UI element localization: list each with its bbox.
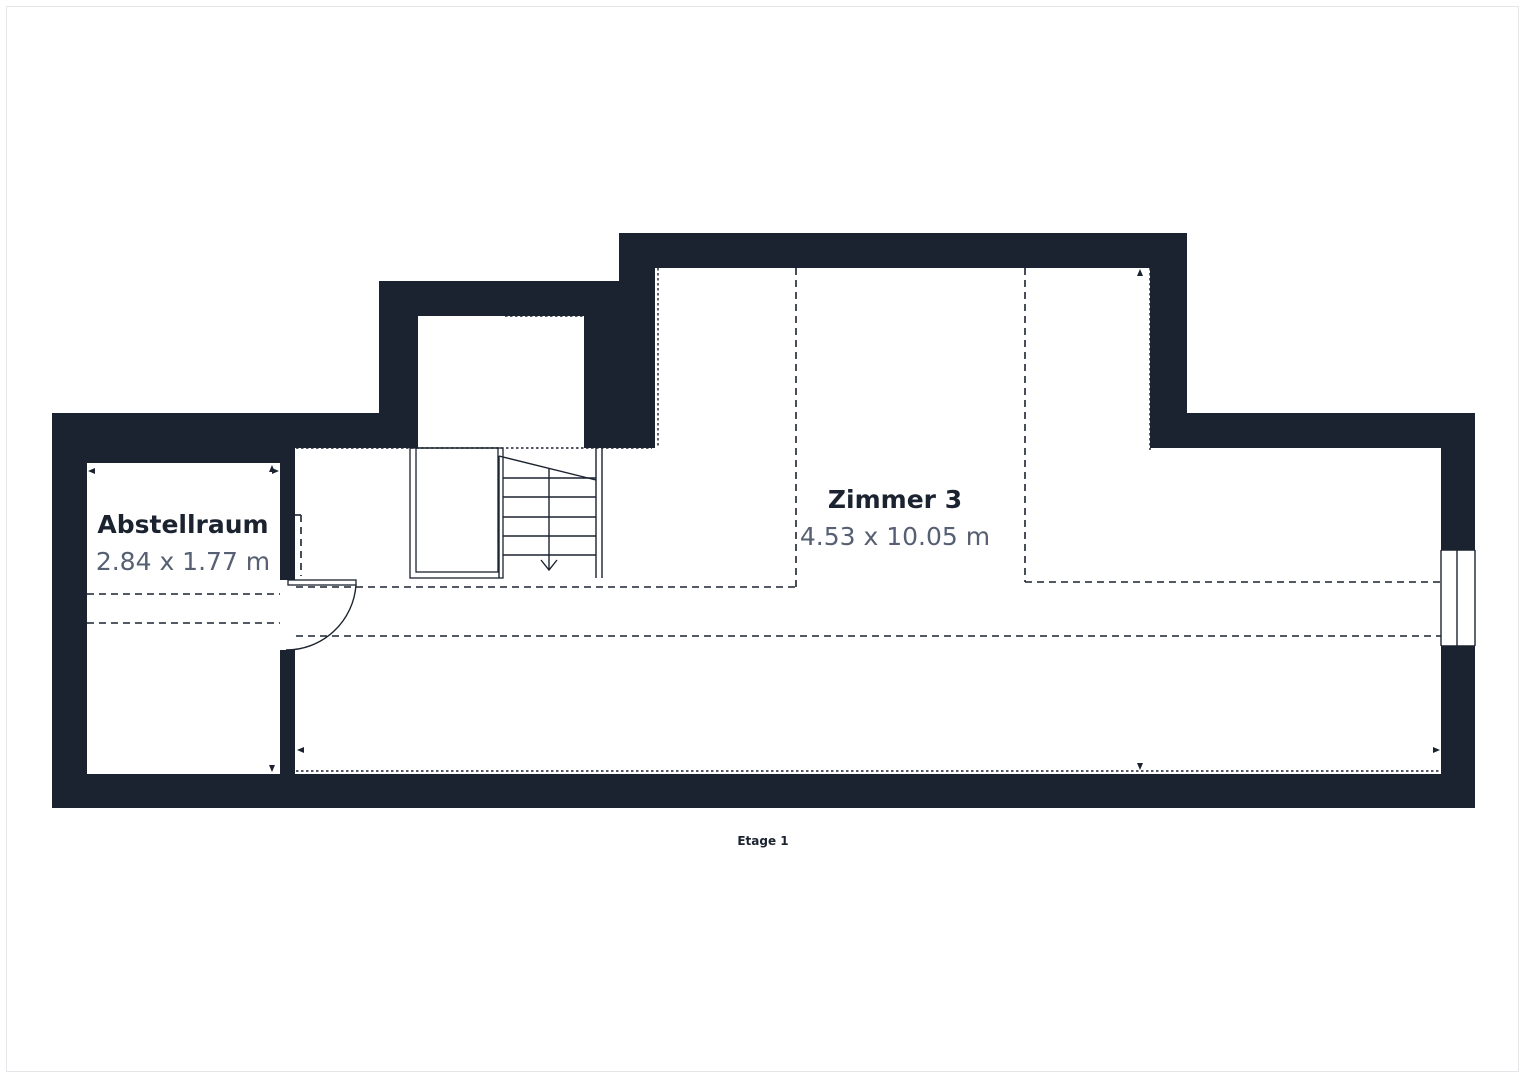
staircase (409, 447, 603, 579)
room-label-zimmer-3: Zimmer 3 4.53 x 10.05 m (800, 485, 990, 551)
page-frame (6, 6, 1519, 1072)
floor-label: Etage 1 (737, 834, 788, 848)
room-dimensions: 4.53 x 10.05 m (800, 522, 990, 551)
ceiling-lines (87, 268, 1441, 637)
room-label-abstellraum: Abstellraum 2.84 x 1.77 m (96, 510, 270, 576)
window-right (1440, 549, 1476, 647)
room-name: Zimmer 3 (828, 485, 962, 514)
room-name: Abstellraum (97, 510, 268, 539)
room-dimensions: 2.84 x 1.77 m (96, 547, 270, 576)
area-boundaries (296, 268, 1441, 772)
door-swing (285, 579, 357, 651)
measurement-markers[interactable] (88, 269, 1440, 772)
door-opening (279, 580, 296, 650)
exterior-walls (52, 233, 1475, 808)
